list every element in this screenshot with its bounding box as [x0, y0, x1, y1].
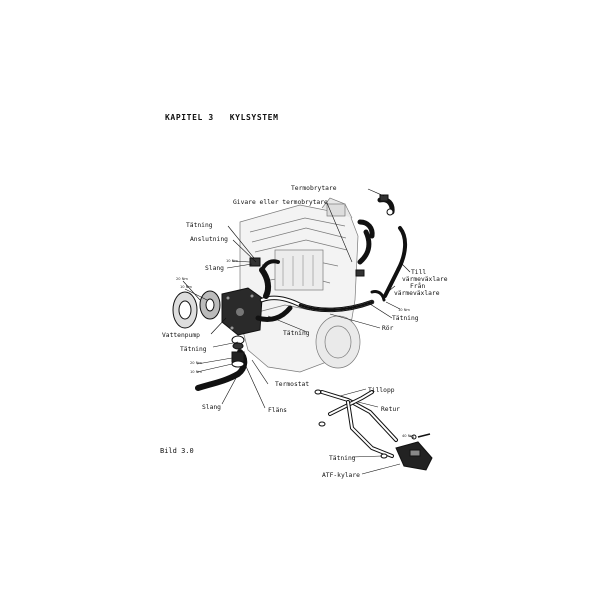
- engine-block: [239, 197, 361, 373]
- atf-cooler: [380, 433, 433, 471]
- label-atf-kylare: ATF-kylare: [322, 472, 360, 479]
- label-tatning-right: Tätning: [392, 315, 419, 322]
- torque-flange-1: 20 Nm: [190, 361, 202, 365]
- part-labels: Termobrytare Givare eller termobrytare T…: [162, 185, 448, 479]
- label-slang-lower: Slang: [202, 404, 221, 411]
- label-tatning-mid: Tätning: [283, 330, 310, 337]
- label-till-varmevaxlare: värmeväxlare: [402, 276, 448, 283]
- water-pump: [172, 287, 263, 336]
- chapter-number: KAPITEL 3: [165, 113, 214, 122]
- label-ror: Rör: [382, 325, 394, 332]
- torque-labels: 10 Nm 20 Nm 10 Nm 20 Nm 10 Nm 10 Nm 40 N…: [176, 259, 414, 438]
- label-fran-varmevaxlare: värmeväxlare: [394, 290, 440, 297]
- thermostat-flange: [231, 335, 245, 368]
- label-fran: Från: [410, 281, 425, 290]
- label-givare: Givare eller termobrytare: [233, 199, 328, 206]
- label-till: Till: [411, 269, 426, 276]
- torque-upper: 10 Nm: [226, 259, 238, 263]
- termobrytare-parts: [249, 194, 394, 277]
- leader-lines: [182, 188, 415, 475]
- torque-atf: 40 Nm: [402, 434, 414, 438]
- label-slang-upper: Slang: [205, 265, 224, 272]
- label-tatning-left: Tätning: [180, 346, 207, 353]
- label-retur: Retur: [381, 406, 400, 413]
- label-vattenpump: Vattenpump: [162, 332, 200, 339]
- figure-caption: Bild 3.0: [160, 447, 194, 455]
- torque-ror: 10 Nm: [398, 308, 410, 312]
- label-anslutning: Anslutning: [190, 236, 228, 243]
- label-tatning-atf: Tätning: [329, 455, 356, 462]
- page-header: KAPITEL 3 KYLSYSTEM: [165, 113, 295, 122]
- label-tatning-top: Tätning: [186, 222, 213, 229]
- atf-cooler-lines: [314, 389, 398, 458]
- chapter-title: KYLSYSTEM: [229, 113, 279, 122]
- label-tillopp: Tillopp: [368, 387, 395, 394]
- torque-pump-1: 20 Nm: [176, 277, 188, 281]
- label-flans: Fläns: [268, 407, 287, 414]
- label-termobrytare: Termobrytare: [291, 185, 337, 192]
- label-termostat: Termostat: [275, 381, 309, 388]
- torque-flange-2: 10 Nm: [190, 370, 202, 374]
- torque-pump-2: 10 Nm: [180, 285, 192, 289]
